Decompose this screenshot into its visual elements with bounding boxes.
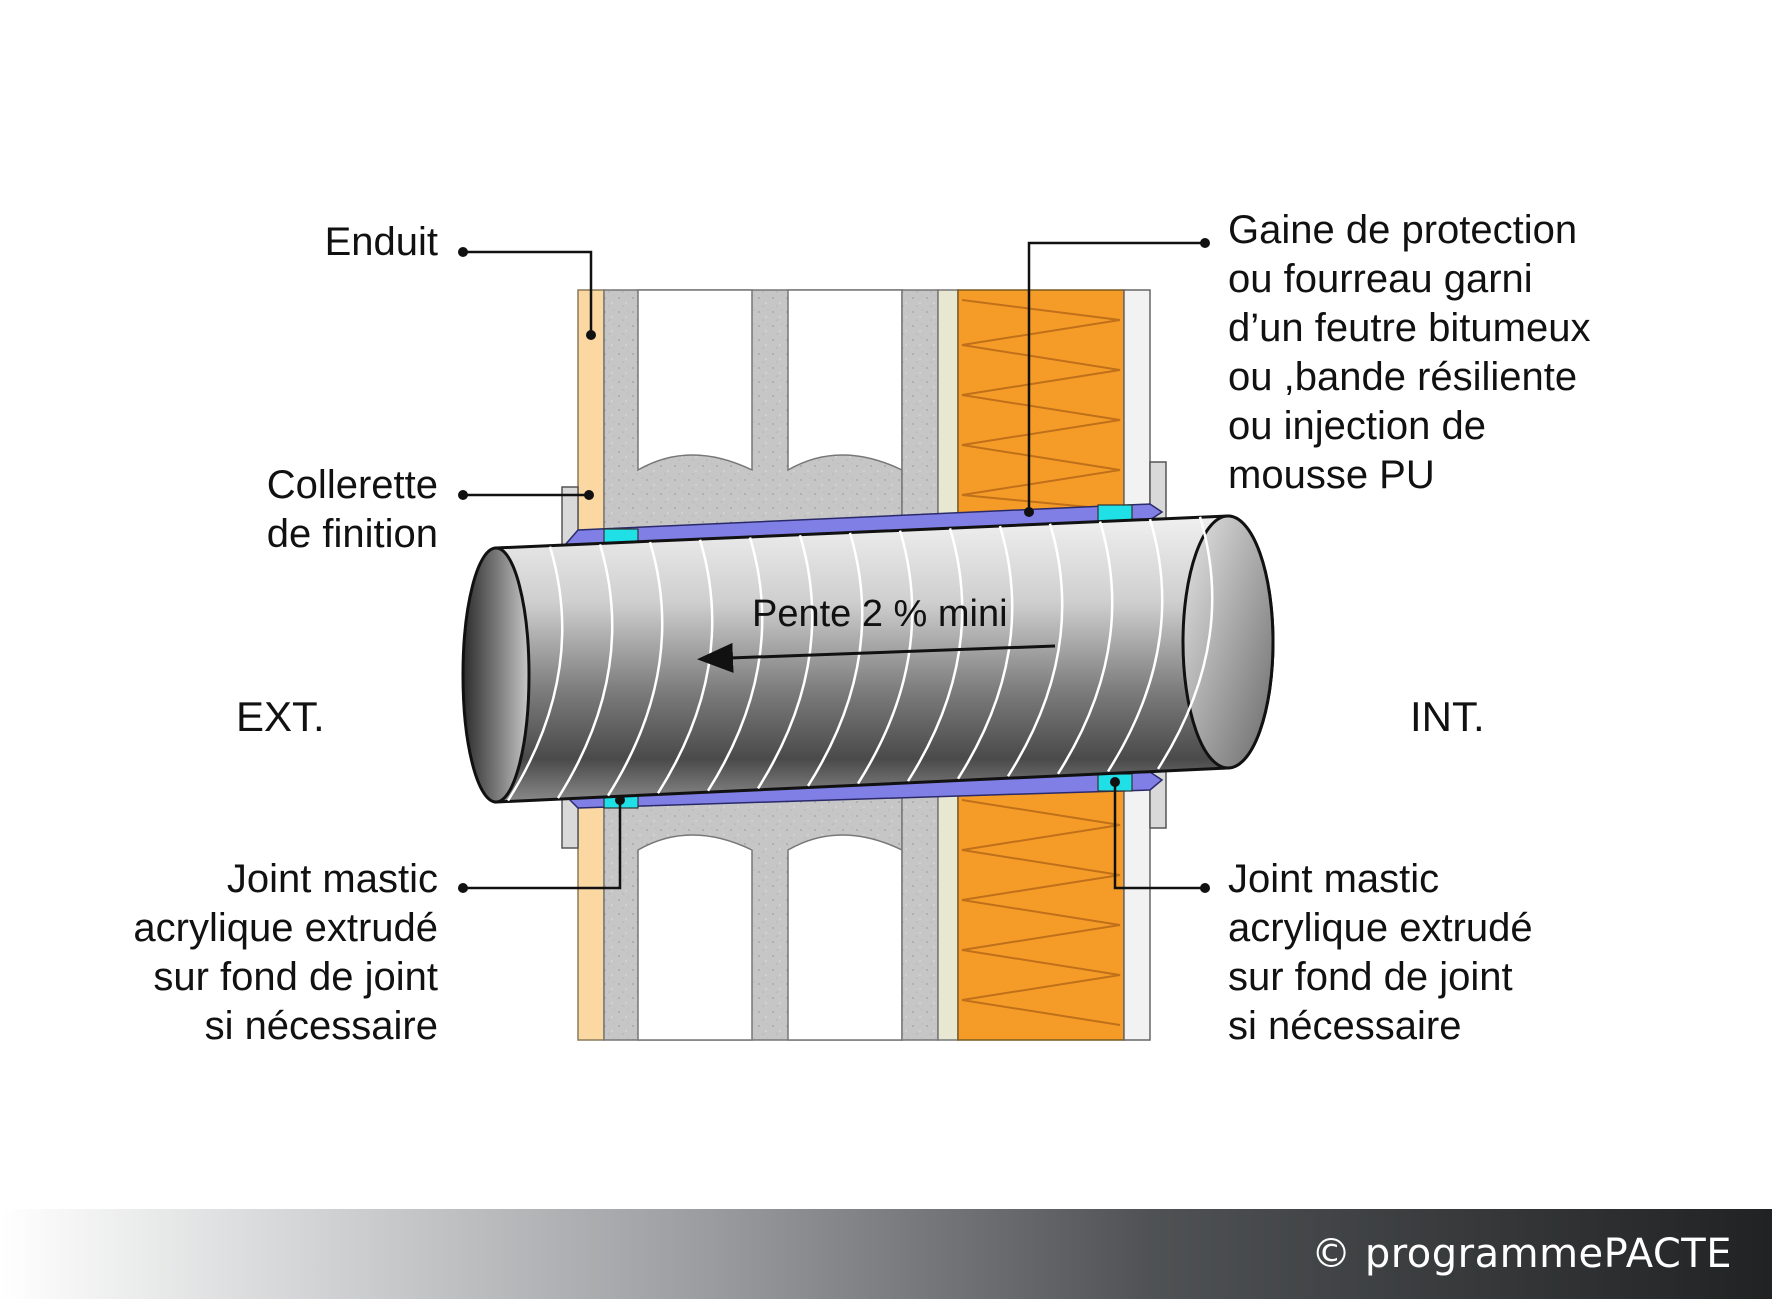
spiral-seam <box>806 532 864 787</box>
spiral-seam <box>956 525 1014 780</box>
label-gaine-line3: d’un feutre bitumeux <box>1228 306 1590 350</box>
spiral-seam <box>1156 516 1214 770</box>
label-gaine-line6: mousse PU <box>1228 453 1435 497</box>
footer-banner: © programmePACTE <box>0 1209 1772 1299</box>
spiral-seam <box>506 546 564 802</box>
spiral-seam <box>606 541 664 797</box>
label-joint-right-line3: sur fond de joint <box>1228 955 1513 999</box>
leader-line-joint-right <box>1113 782 1205 890</box>
leader-dot <box>586 330 596 340</box>
label-joint-left-line4: si nécessaire <box>205 1004 438 1048</box>
leader-line-enduit <box>463 250 593 335</box>
block-cavity <box>787 289 903 472</box>
slope-label: Pente 2 % mini <box>752 593 1008 635</box>
spiral-seam <box>756 534 814 790</box>
label-joint-left-line3: sur fond de joint <box>153 955 438 999</box>
leader-lines <box>458 238 1210 893</box>
leader-line-gaine <box>1027 241 1205 512</box>
insulation-texture <box>961 299 1121 511</box>
label-collerette-line2: de finition <box>267 512 438 556</box>
spiral-seam <box>1106 518 1164 773</box>
block-cavity <box>787 834 903 1041</box>
spiral-seams <box>506 516 1214 802</box>
leader-dot <box>1110 777 1120 787</box>
insulation-texture <box>961 799 1121 1026</box>
label-joint-right-line1: Joint mastic <box>1228 857 1439 901</box>
label-joint-right-line4: si nécessaire <box>1228 1004 1461 1048</box>
label-gaine-line4: ou ,bande résiliente <box>1228 355 1577 399</box>
label-gaine-line2: ou fourreau garni <box>1228 257 1533 301</box>
pipe-end-interior <box>1181 514 1275 770</box>
spiral-seam <box>706 537 764 792</box>
spiral-seam <box>1006 523 1064 777</box>
label-int: INT. <box>1410 693 1485 740</box>
spiral-seam <box>556 543 614 799</box>
labels: Enduit Collerette de finition Gaine de p… <box>133 208 1590 1048</box>
leader-dot <box>584 490 594 500</box>
copyright-text: © programmePACTE <box>1311 1231 1732 1277</box>
label-joint-left-line1: Joint mastic <box>227 857 438 901</box>
label-enduit: Enduit <box>325 220 438 264</box>
leader-dot <box>1024 507 1034 517</box>
label-joint-left-line2: acrylique extrudé <box>133 906 438 950</box>
label-joint-right-line2: acrylique extrudé <box>1228 906 1533 950</box>
label-gaine-line5: ou injection de <box>1228 404 1486 448</box>
leader-line-joint-left <box>463 800 622 890</box>
pipe-opening <box>461 546 531 804</box>
label-gaine-line1: Gaine de protection <box>1228 208 1577 252</box>
spiral-seam <box>856 530 914 785</box>
label-ext: EXT. <box>236 693 325 740</box>
block-cavity <box>637 834 753 1041</box>
slope-arrow <box>697 642 1056 673</box>
leader-dot <box>615 795 625 805</box>
label-collerette-line1: Collerette <box>267 463 438 507</box>
spiral-seam <box>906 527 964 782</box>
block-cavity <box>637 289 753 472</box>
spiral-seam <box>1056 521 1114 775</box>
spiral-duct-pipe <box>461 514 1275 804</box>
